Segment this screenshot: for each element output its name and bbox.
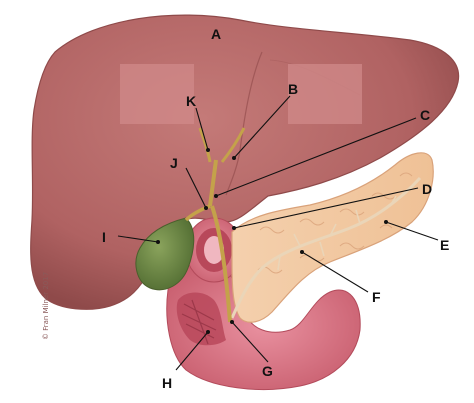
leader-j — [185, 167, 207, 209]
leader-k-dot — [206, 148, 210, 152]
right-hepatic-duct — [198, 127, 212, 163]
leader-h — [175, 331, 209, 371]
label-e: E — [440, 237, 449, 253]
leader-f — [301, 251, 369, 293]
label-h: H — [162, 375, 172, 391]
leader-i-dot — [156, 240, 160, 244]
label-d: D — [422, 181, 432, 197]
blank-label-box-left — [120, 64, 194, 124]
leader-e — [385, 221, 439, 241]
label-f: F — [372, 289, 381, 305]
pancreatic-duct — [230, 176, 422, 319]
leader-g-dot — [230, 320, 234, 324]
duodenum-mucosa — [176, 292, 226, 346]
label-a: A — [211, 26, 221, 42]
common-bile-duct — [210, 205, 232, 323]
leader-d-dot — [232, 226, 236, 230]
label-k: K — [186, 93, 196, 109]
artist-credit: © Fran Milner 2017 — [42, 272, 50, 340]
blank-label-box-right — [288, 64, 362, 124]
duodenum-folds — [181, 299, 217, 345]
leader-i — [117, 235, 159, 243]
label-g: G — [262, 363, 273, 379]
leader-c-dot — [214, 194, 218, 198]
gallbladder — [135, 217, 195, 291]
leader-h-dot — [206, 330, 210, 334]
leader-g — [231, 321, 269, 363]
label-j: J — [170, 155, 178, 171]
pancreatic-duct-branches — [277, 195, 397, 271]
label-i: I — [102, 229, 106, 245]
left-hepatic-duct — [220, 127, 246, 163]
common-hepatic-duct — [208, 159, 218, 207]
leader-e-dot — [384, 220, 388, 224]
leader-b — [233, 95, 291, 159]
liver-lobe-groove — [225, 51, 263, 196]
leader-k — [195, 107, 209, 151]
label-c: C — [420, 107, 430, 123]
leader-c — [215, 117, 417, 197]
label-b: B — [288, 81, 298, 97]
leader-b-dot — [232, 156, 236, 160]
leader-j-dot — [204, 206, 208, 210]
leader-d — [233, 187, 419, 229]
leader-f-dot — [300, 250, 304, 254]
